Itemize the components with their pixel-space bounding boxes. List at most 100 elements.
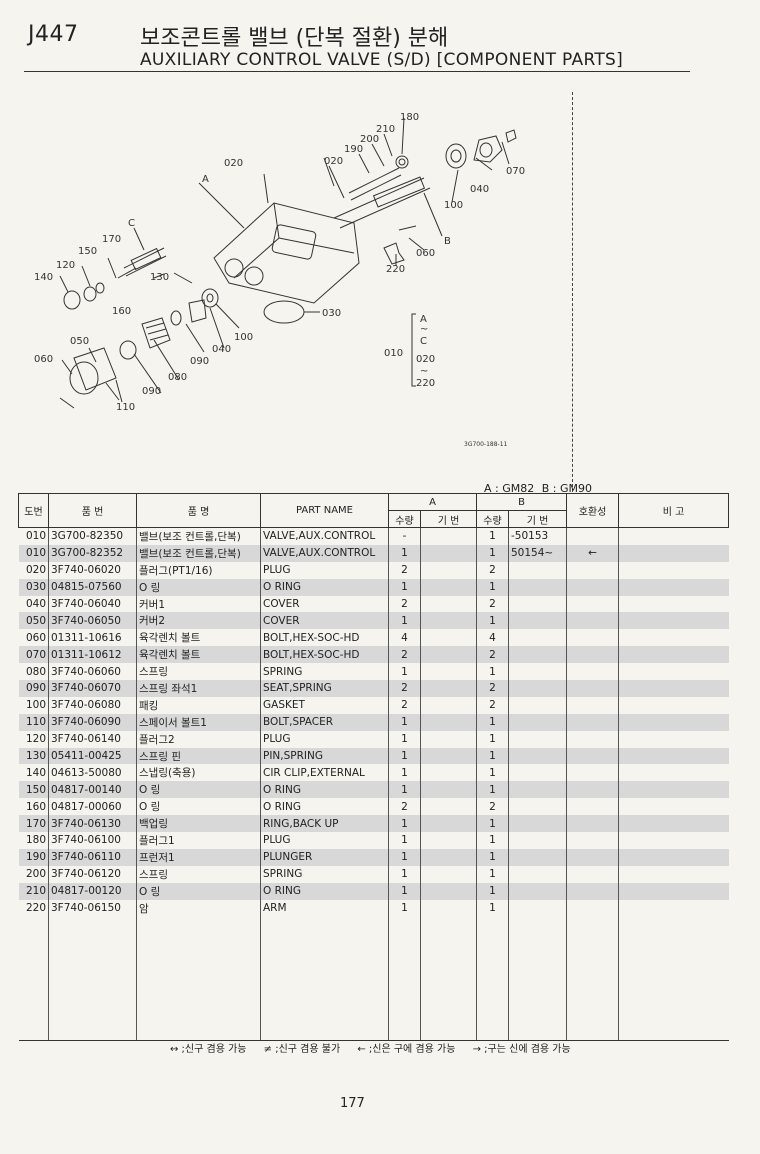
cell-remarks: [618, 544, 729, 562]
cell-name-ko: 백업링: [136, 815, 261, 833]
page-code: J447: [28, 22, 79, 47]
cell-serial-a: [420, 713, 477, 731]
cell-serial-b: [508, 629, 567, 647]
callout-label: 090: [190, 356, 209, 367]
cell-no: 190: [18, 848, 49, 866]
group-label: ~: [420, 366, 428, 377]
cell-remarks: [618, 764, 729, 782]
cell-qty-b: 1: [476, 865, 509, 883]
cell-qty-b: 1: [476, 713, 509, 731]
cell-remarks: [618, 561, 729, 579]
cell-part-number: 3F740-06070: [48, 680, 137, 697]
cell-name-ko: O 링: [136, 798, 261, 816]
cell-part-name: O RING: [260, 882, 389, 900]
cell-qty-b: 1: [476, 815, 509, 833]
cell-compat: [566, 629, 619, 647]
cell-qty-a: 1: [388, 578, 421, 596]
cell-name-ko: 프런저1: [136, 848, 261, 866]
cell-remarks: [618, 815, 729, 833]
cell-part-number: 3G700-82350: [48, 527, 137, 545]
compatibility-legend: ↔ ;신구 겸용 가능 ≠ ;신구 겸용 불가 ← ;신은 구에 겸용 가능 →…: [170, 1040, 585, 1055]
cell-remarks: [618, 612, 729, 630]
page-title-english: AUXILIARY CONTROL VALVE (S/D) [COMPONENT…: [140, 50, 624, 70]
cell-remarks: [618, 882, 729, 900]
cell-name-ko: 육각렌치 볼트: [136, 629, 261, 647]
cell-part-number: 3F740-06090: [48, 713, 137, 731]
cell-serial-a: [420, 730, 477, 748]
exploded-parts-diagram: 180 210 200 190 020 020 070 040 100 A B …: [34, 112, 525, 448]
cell-compat: [566, 899, 619, 917]
cell-name-ko: 육각렌치 볼트: [136, 646, 261, 664]
model-b: B : GM90: [541, 482, 593, 495]
cell-name-ko: 커버2: [136, 612, 261, 630]
page-title-korean: 보조콘트롤 밸브 (단복 절환) 분해: [140, 26, 449, 51]
cell-part-number: 3F740-06140: [48, 730, 137, 748]
cell-serial-b: [508, 798, 567, 816]
callout-label: 020: [324, 156, 343, 167]
cell-compat: [566, 798, 619, 816]
cell-part-name: BOLT,HEX-SOC-HD: [260, 646, 389, 664]
cell-name-ko: 패킹: [136, 696, 261, 714]
legend-item: ↔ ;신구 겸용 가능: [170, 1044, 247, 1055]
cell-qty-a: 1: [388, 832, 421, 849]
cell-qty-b: 1: [476, 544, 509, 562]
cell-qty-a: 2: [388, 680, 421, 697]
cell-serial-a: [420, 595, 477, 613]
cell-serial-b: [508, 595, 567, 613]
cell-part-number: 01311-10612: [48, 646, 137, 664]
cell-no: 220: [25, 902, 46, 915]
cell-part-number: 05411-00425: [48, 747, 137, 765]
cell-compat: [566, 815, 619, 833]
cell-qty-b: 1: [476, 832, 509, 849]
cell-compat: [566, 663, 619, 681]
cell-serial-b: -50153: [508, 527, 567, 545]
cell-qty-a: 1: [388, 882, 421, 900]
cell-no: 080: [25, 665, 46, 678]
cell-part-number: 04817-00060: [48, 798, 137, 816]
cell-serial-a: [420, 680, 477, 697]
cell-serial-a: [420, 832, 477, 849]
cell-name-ko: 밸브(보조 컨트롤,단복): [136, 527, 261, 545]
cell-part-number: 04817-00120: [48, 882, 137, 900]
cell-qty-b: 1: [476, 578, 509, 596]
col-group-a: A: [388, 493, 477, 511]
cell-name-ko: 스프링: [136, 663, 261, 681]
cell-serial-a: [420, 882, 477, 900]
diagram-callouts: 180 210 200 190 020 020 070 040 100 A B …: [34, 112, 525, 448]
header-rule: [24, 71, 690, 72]
cell-part-name: PIN,SPRING: [260, 747, 389, 765]
cell-part-name: O RING: [260, 781, 389, 799]
cell-qty-a: 1: [388, 612, 421, 630]
cell-no: 010: [18, 544, 49, 562]
cell-qty-b: 1: [476, 781, 509, 799]
cell-qty-a: 2: [388, 798, 421, 816]
callout-label: 130: [150, 272, 169, 283]
cell-no: 210: [18, 882, 49, 900]
cell-qty-b: 2: [476, 561, 509, 579]
cell-part-number: 3F740-06040: [48, 595, 137, 613]
cell-part-name: PLUG: [260, 730, 389, 748]
cell-part-name: PLUG: [260, 561, 389, 579]
cell-no: 070: [18, 646, 49, 664]
callout-label: 080: [168, 372, 187, 383]
cell-no: 020: [25, 564, 46, 577]
callout-label: 100: [444, 200, 463, 211]
cell-serial-a: [420, 781, 477, 799]
cell-qty-a: 2: [388, 595, 421, 613]
cell-part-number: 04815-07560: [48, 578, 137, 596]
cell-qty-a: 1: [388, 747, 421, 765]
cell-name-ko: 암: [136, 899, 261, 917]
drawing-number: 3G700-188-11: [464, 441, 508, 448]
cell-serial-b: [508, 815, 567, 833]
cell-compat: [566, 747, 619, 765]
cell-remarks: [618, 713, 729, 731]
